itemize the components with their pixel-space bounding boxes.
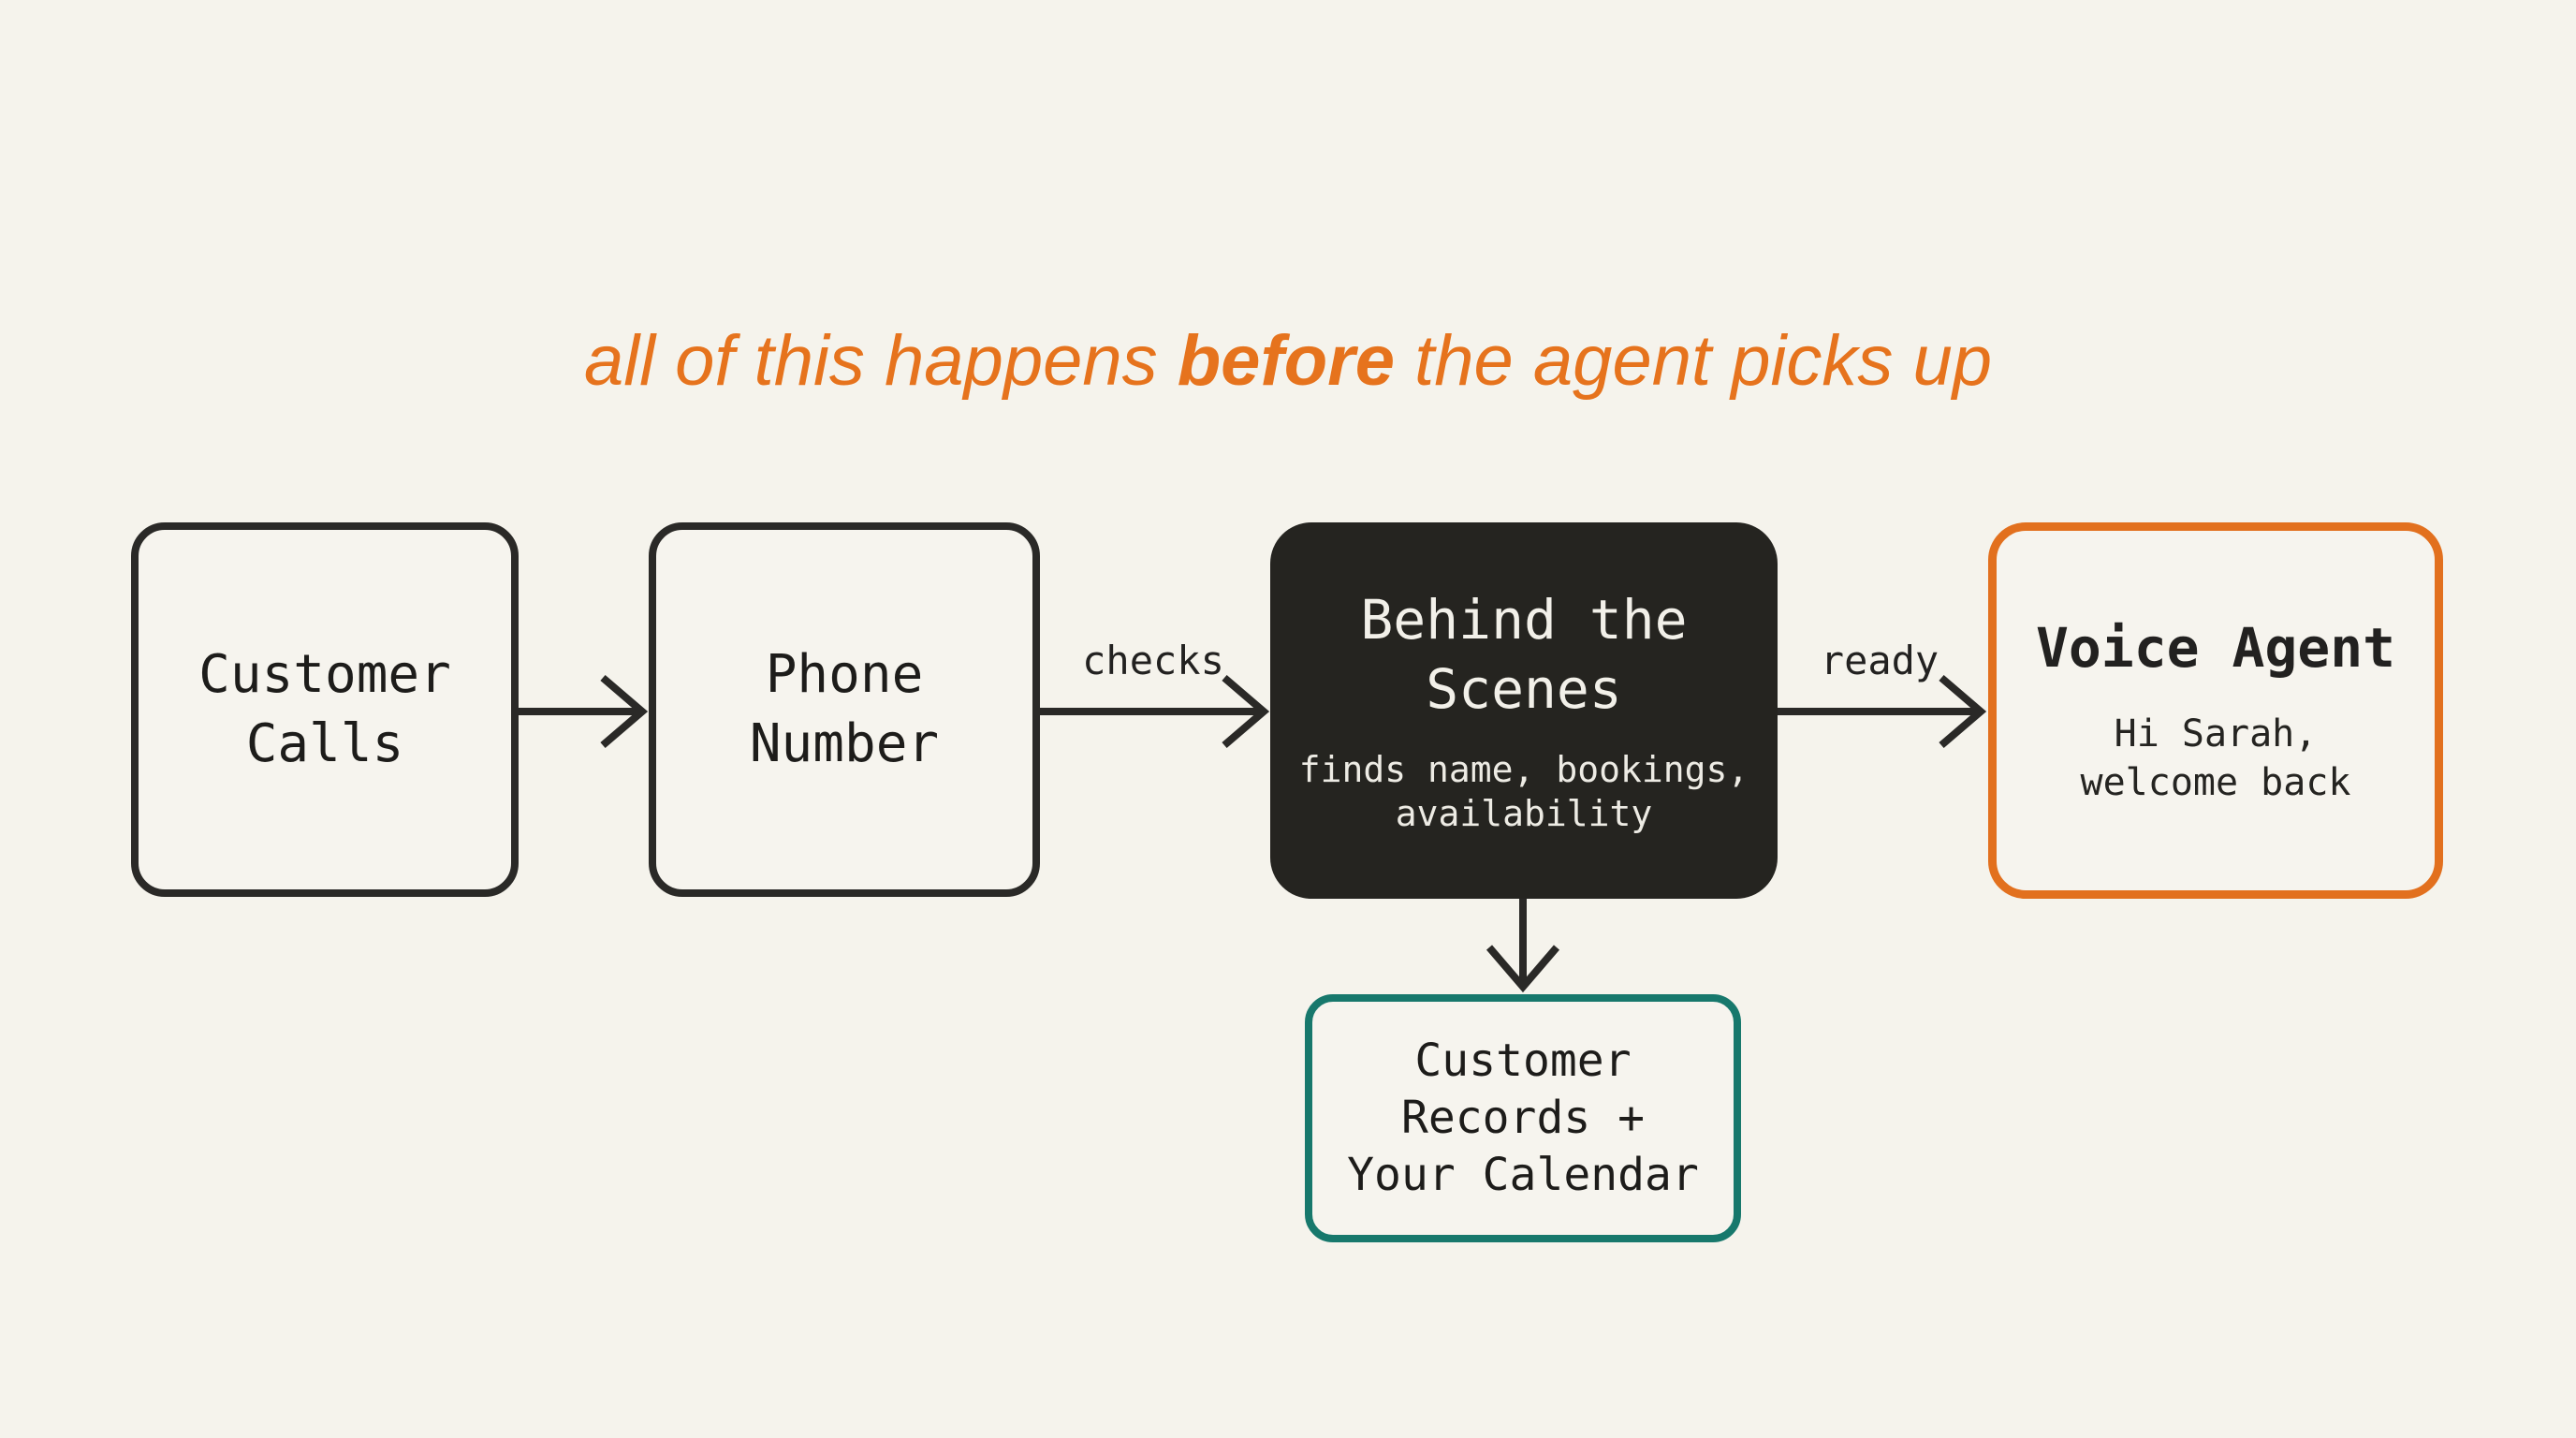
arrow-calls-to-phone: [518, 674, 649, 749]
node-behind-the-scenes: Behind the Scenes finds name, bookings, …: [1270, 522, 1778, 899]
arrow-scenes-to-records: [1486, 899, 1560, 993]
caption-part-1: all of this happens: [583, 321, 1178, 401]
node-customer-records-label: Customer Records + Your Calendar: [1347, 1034, 1699, 1201]
edge-label-checks: checks: [1082, 638, 1224, 683]
arrow-phone-to-scenes: [1040, 674, 1270, 749]
caption-part-3: the agent picks up: [1395, 321, 1993, 401]
node-behind-the-scenes-title: Behind the Scenes: [1360, 588, 1688, 721]
edge-label-ready: ready: [1820, 638, 1939, 683]
node-voice-agent: Voice Agent Hi Sarah, welcome back: [1988, 522, 2443, 899]
node-voice-agent-subtitle: Hi Sarah, welcome back: [2080, 712, 2351, 804]
node-phone-number-label: Phone Number: [749, 644, 940, 774]
arrow-scenes-to-agent: [1778, 674, 1987, 749]
node-phone-number: Phone Number: [649, 522, 1040, 897]
node-customer-calls-label: Customer Calls: [198, 644, 451, 774]
diagram-caption: all of this happens before the agent pic…: [0, 316, 2576, 406]
node-voice-agent-title: Voice Agent: [2035, 616, 2396, 680]
caption-emphasis: before: [1177, 321, 1396, 401]
node-behind-the-scenes-subtitle: finds name, bookings, availability: [1298, 749, 1749, 834]
node-customer-calls: Customer Calls: [131, 522, 519, 897]
node-customer-records: Customer Records + Your Calendar: [1305, 994, 1741, 1242]
